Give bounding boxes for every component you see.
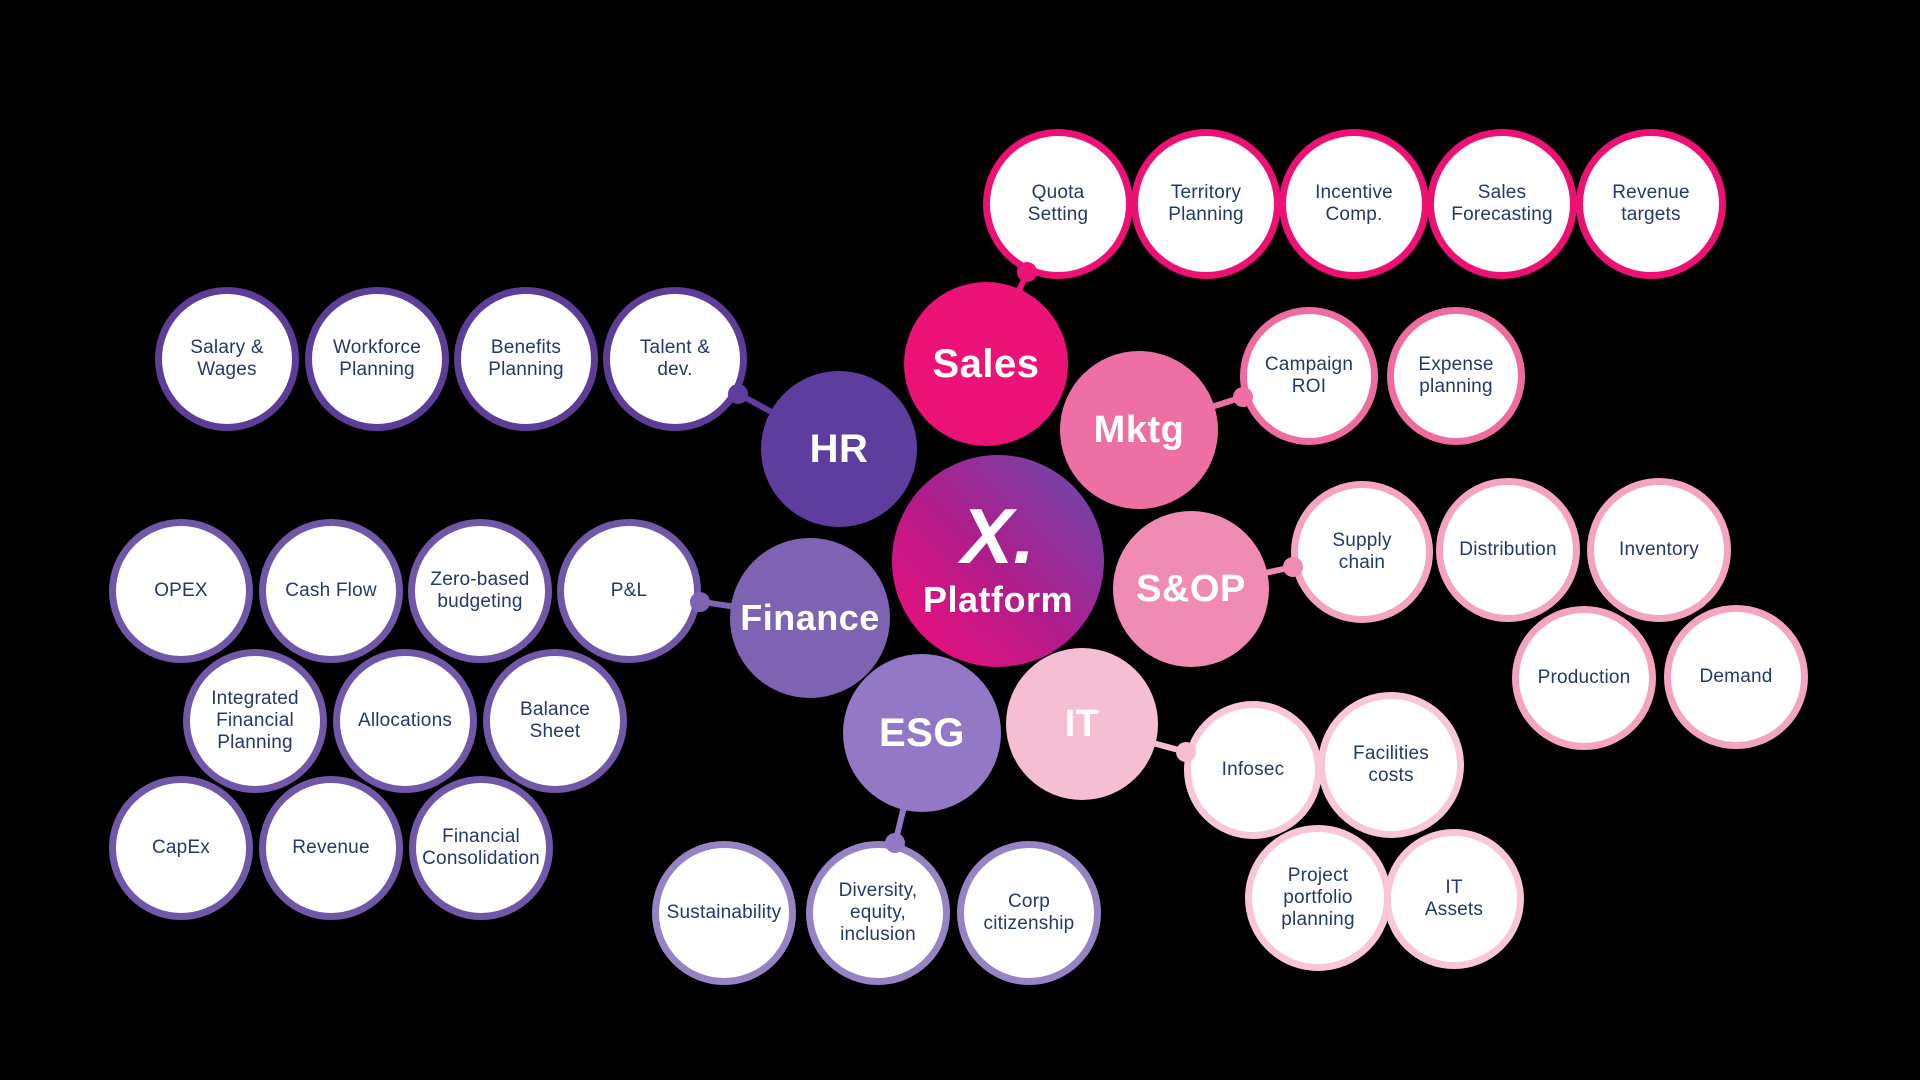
satellite-label: Project portfolio planning — [1281, 864, 1355, 931]
satellite-label: Distribution — [1459, 538, 1557, 560]
satellite-label: Allocations — [357, 709, 453, 731]
satellite-supply-chain: Supply chain — [1291, 481, 1433, 623]
hub-label: Sales — [932, 341, 1040, 386]
satellite-p-l: P&L — [557, 519, 701, 663]
satellite-facilities-costs: Facilities costs — [1318, 692, 1464, 838]
satellite-it-assets: IT Assets — [1384, 829, 1524, 969]
satellite-production: Production — [1512, 606, 1656, 750]
satellite-allocations: Allocations — [333, 649, 477, 793]
satellite-incentive-comp: Incentive Comp. — [1279, 129, 1429, 279]
connector-dot-esg — [885, 833, 906, 854]
satellite-label: Territory Planning — [1168, 181, 1244, 225]
satellite-label: Revenue targets — [1612, 181, 1690, 225]
satellite-distribution: Distribution — [1436, 478, 1580, 622]
satellite-label: Quota Setting — [1027, 181, 1089, 225]
satellite-corp-citizenship: Corp citizenship — [957, 841, 1101, 985]
satellite-label: Sales Forecasting — [1451, 181, 1553, 225]
satellite-demand: Demand — [1664, 605, 1808, 749]
satellite-capex: CapEx — [109, 776, 253, 920]
satellite-talent-dev: Talent & dev. — [603, 287, 747, 431]
satellite-cash-flow: Cash Flow — [259, 519, 403, 663]
satellite-label: Workforce Planning — [332, 336, 422, 380]
satellite-label: Salary & Wages — [190, 336, 264, 380]
satellite-label: Zero-based budgeting — [430, 568, 530, 612]
hub-hr: HR — [761, 371, 917, 527]
satellite-quota-setting: Quota Setting — [983, 129, 1133, 279]
hub-mktg: Mktg — [1060, 351, 1218, 509]
platform-label: Platform — [922, 579, 1074, 621]
satellite-label: OPEX — [154, 579, 208, 601]
satellite-opex: OPEX — [109, 519, 253, 663]
satellite-label: Balance Sheet — [519, 698, 591, 742]
hub-label: IT — [1064, 702, 1100, 745]
satellite-label: Infosec — [1221, 758, 1285, 780]
satellite-infosec: Infosec — [1184, 701, 1322, 839]
satellite-revenue: Revenue — [259, 776, 403, 920]
satellite-balance-sheet: Balance Sheet — [483, 649, 627, 793]
hub-label: Finance — [740, 597, 880, 638]
satellite-label: Benefits Planning — [488, 336, 564, 380]
satellite-label: Corp citizenship — [983, 890, 1075, 934]
satellite-inventory: Inventory — [1587, 478, 1731, 622]
platform-logo-icon: X. — [961, 491, 1035, 580]
satellite-label: IT Assets — [1424, 876, 1484, 920]
satellite-project-portfolio-planning: Project portfolio planning — [1245, 825, 1391, 971]
connector-dot-mktg — [1233, 386, 1254, 407]
satellite-sales-forecasting: Sales Forecasting — [1427, 129, 1577, 279]
satellite-territory-planning: Territory Planning — [1131, 129, 1281, 279]
hub-label: ESG — [879, 710, 965, 755]
satellite-integrated-financial-planning: Integrated Financial Planning — [183, 649, 327, 793]
satellite-label: Incentive Comp. — [1315, 181, 1393, 225]
satellite-label: Expense planning — [1418, 353, 1494, 397]
satellite-diversity-equity-inclusion: Diversity, equity, inclusion — [806, 841, 950, 985]
satellite-label: Diversity, equity, inclusion — [838, 879, 918, 946]
satellite-revenue-targets: Revenue targets — [1576, 129, 1726, 279]
satellite-label: Cash Flow — [285, 579, 377, 601]
connector-dot-finance — [690, 591, 711, 612]
connector-dot-sop — [1282, 557, 1303, 577]
hub-label: Mktg — [1093, 408, 1185, 451]
satellite-label: Production — [1537, 666, 1631, 688]
hub-label: S&OP — [1136, 567, 1246, 610]
satellite-benefits-planning: Benefits Planning — [454, 287, 598, 431]
hub-finance: Finance — [730, 538, 890, 698]
satellite-expense-planning: Expense planning — [1387, 307, 1525, 445]
satellite-zero-based-budgeting: Zero-based budgeting — [408, 519, 552, 663]
satellite-campaign-roi: Campaign ROI — [1240, 307, 1378, 445]
platform-hub: X. Platform — [892, 455, 1104, 667]
satellite-label: Integrated Financial Planning — [211, 687, 299, 754]
satellite-label: Sustainability — [666, 901, 782, 923]
satellite-salary-wages: Salary & Wages — [155, 287, 299, 431]
hub-label: HR — [809, 426, 869, 471]
hub-esg: ESG — [843, 654, 1001, 812]
connector-dot-sales — [1017, 262, 1038, 283]
satellite-label: Facilities costs — [1353, 742, 1429, 786]
hub-sop: S&OP — [1113, 511, 1269, 667]
satellite-label: Financial Consolidation — [422, 825, 540, 869]
satellite-label: Supply chain — [1332, 529, 1392, 573]
satellite-label: CapEx — [151, 836, 211, 858]
satellite-sustainability: Sustainability — [652, 841, 796, 985]
connector-dot-it — [1176, 742, 1197, 763]
satellite-financial-consolidation: Financial Consolidation — [409, 776, 553, 920]
hub-sales: Sales — [904, 282, 1068, 446]
satellite-workforce-planning: Workforce Planning — [305, 287, 449, 431]
satellite-label: Revenue — [292, 836, 370, 858]
connector-dot-hr — [728, 383, 749, 404]
satellite-label: Inventory — [1619, 538, 1699, 560]
satellite-label: Demand — [1699, 665, 1773, 687]
satellite-label: Talent & dev. — [639, 336, 711, 380]
satellite-label: Campaign ROI — [1264, 353, 1354, 397]
satellite-label: P&L — [610, 579, 648, 601]
hub-it: IT — [1006, 648, 1158, 800]
